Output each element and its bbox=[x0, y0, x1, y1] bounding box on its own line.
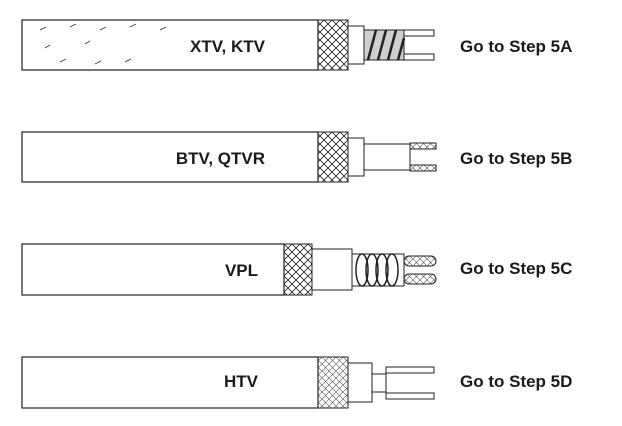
conductor-top bbox=[409, 142, 437, 150]
cable-xtv-ktv-drawing bbox=[21, 19, 435, 71]
conductor-bottom bbox=[409, 164, 437, 172]
cable-row-xtv-ktv: XTV, KTV Go to Step 5A bbox=[21, 19, 572, 71]
conductor-top bbox=[403, 255, 437, 267]
braid-section bbox=[317, 131, 349, 183]
inner-jacket bbox=[347, 137, 365, 177]
braid-section bbox=[283, 243, 313, 296]
helical-core bbox=[351, 253, 405, 287]
bus-wire-top bbox=[385, 366, 435, 374]
inner-jacket bbox=[311, 248, 353, 291]
core-wrap bbox=[363, 29, 406, 61]
conductor-bottom bbox=[403, 273, 437, 285]
cable-row-vpl: VPL Go to Step 5C bbox=[21, 243, 572, 296]
inner-jacket bbox=[347, 25, 365, 65]
step-link[interactable]: Go to Step 5C bbox=[460, 259, 572, 278]
step-link[interactable]: Go to Step 5A bbox=[460, 37, 572, 56]
bus-wire-bottom bbox=[403, 53, 435, 61]
inner-jacket bbox=[347, 362, 373, 403]
cable-row-btv-qtvr: BTV, QTVR Go to Step 5B bbox=[21, 131, 572, 183]
core bbox=[363, 143, 411, 171]
step-link[interactable]: Go to Step 5D bbox=[460, 372, 572, 391]
jacket-texture bbox=[39, 23, 167, 65]
cable-htv-drawing bbox=[21, 356, 435, 409]
step-link[interactable]: Go to Step 5B bbox=[460, 149, 572, 168]
cable-row-htv: HTV Go to Step 5D bbox=[21, 356, 572, 409]
cable-label: XTV, KTV bbox=[190, 37, 266, 56]
bus-wire-bottom bbox=[385, 392, 435, 400]
cable-vpl-drawing bbox=[21, 243, 437, 296]
braid-section bbox=[317, 19, 349, 71]
cable-label: VPL bbox=[225, 261, 258, 280]
braid-section bbox=[317, 356, 349, 409]
cable-label: BTV, QTVR bbox=[176, 149, 265, 168]
cable-btv-qtvr-drawing bbox=[21, 131, 437, 183]
cable-label: HTV bbox=[224, 372, 259, 391]
core-end bbox=[371, 373, 387, 393]
bus-wire-top bbox=[403, 29, 435, 37]
